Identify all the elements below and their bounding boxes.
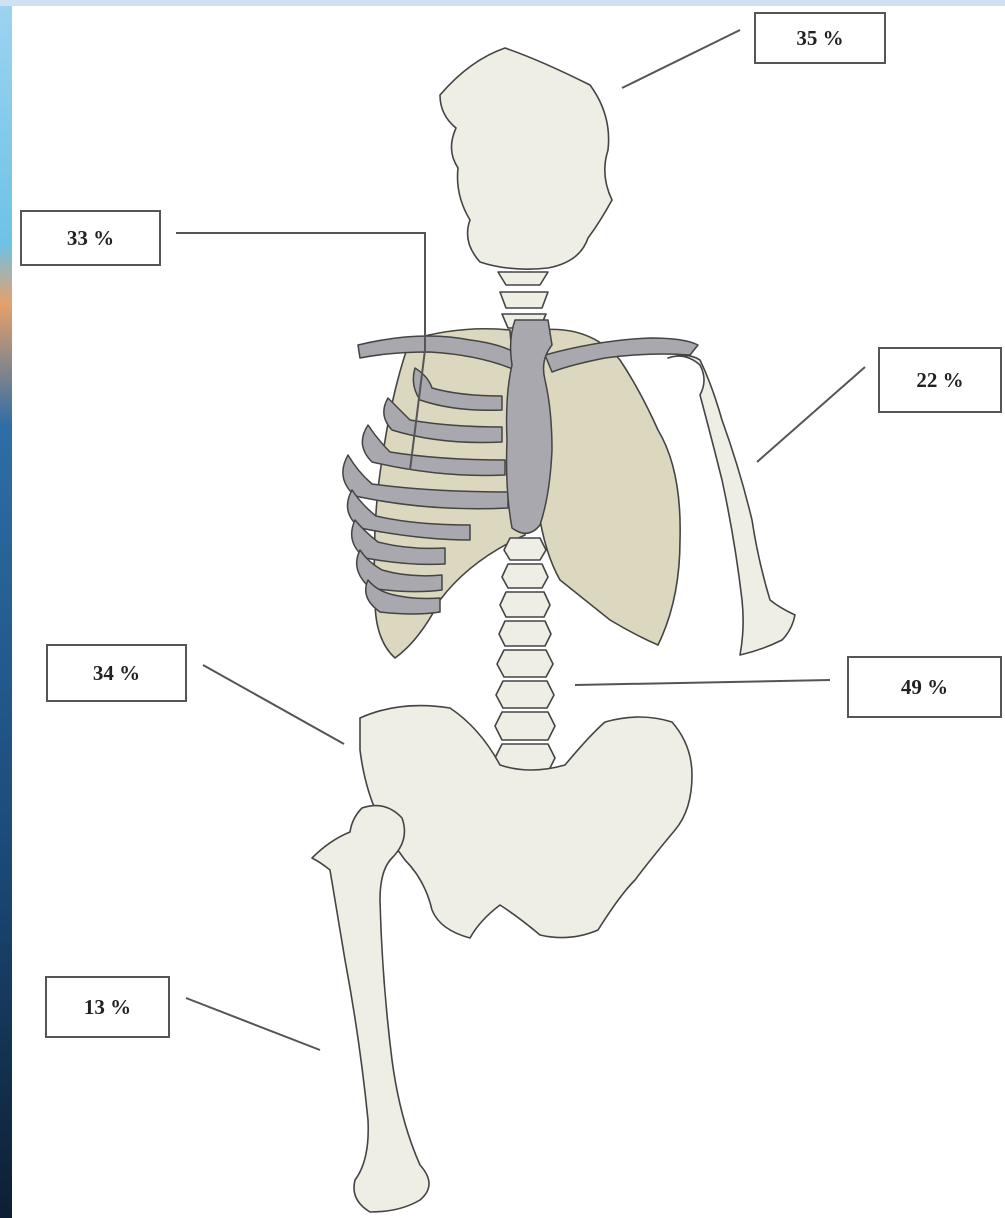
right-lung	[535, 329, 680, 645]
vertebra	[499, 621, 551, 646]
vertebra	[498, 272, 548, 285]
vertebra	[500, 292, 548, 308]
sternum	[507, 320, 552, 533]
vertebra	[502, 564, 548, 588]
skull-leader	[622, 30, 740, 88]
vertebra	[496, 681, 554, 708]
vertebra	[495, 712, 555, 740]
vertebra	[497, 650, 553, 677]
vertebra	[500, 592, 550, 617]
femur-leader	[186, 998, 320, 1050]
spine-label: 49 %	[847, 656, 1002, 718]
pelvis-label: 34 %	[46, 644, 187, 702]
skull-label: 35 %	[754, 12, 886, 64]
pelvis-leader	[203, 665, 344, 744]
humerus-label: 22 %	[878, 347, 1002, 413]
humerus	[668, 355, 795, 655]
humerus-leader	[757, 367, 865, 462]
femur-label: 13 %	[45, 976, 170, 1038]
spine-leader	[575, 680, 830, 685]
spine-column	[495, 538, 555, 772]
vertebra	[504, 538, 546, 560]
ribs-label: 33 %	[20, 210, 161, 266]
skull	[440, 48, 612, 269]
